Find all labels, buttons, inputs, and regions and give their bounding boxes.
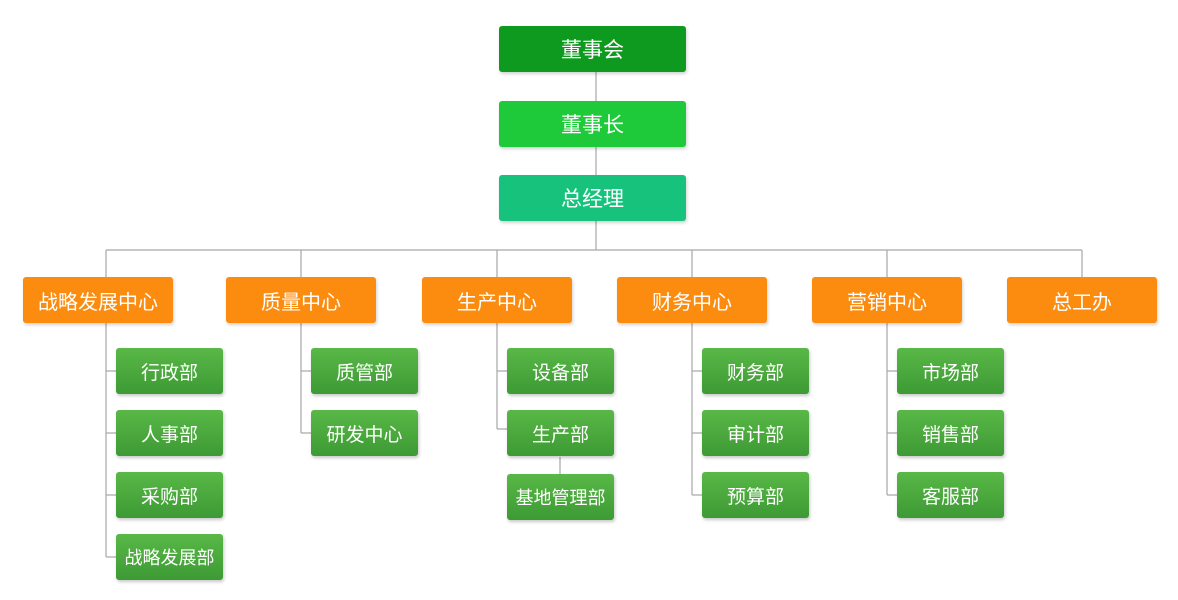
dept-admin: 行政部 <box>116 348 223 394</box>
dept-quality-control: 质管部 <box>311 348 418 394</box>
center-finance: 财务中心 <box>617 277 767 323</box>
chairman-box: 董事长 <box>499 101 686 147</box>
dept-hr: 人事部 <box>116 410 223 456</box>
center-quality: 质量中心 <box>226 277 376 323</box>
dept-finance: 财务部 <box>702 348 809 394</box>
dept-strategy: 战略发展部 <box>116 534 223 580</box>
center-marketing: 营销中心 <box>812 277 962 323</box>
dept-procurement: 采购部 <box>116 472 223 518</box>
dept-market: 市场部 <box>897 348 1004 394</box>
dept-budget: 预算部 <box>702 472 809 518</box>
center-chief-engineer-office: 总工办 <box>1007 277 1157 323</box>
dept-sales: 销售部 <box>897 410 1004 456</box>
general-manager-box: 总经理 <box>499 175 686 221</box>
board-box: 董事会 <box>499 26 686 72</box>
dept-customer-service: 客服部 <box>897 472 1004 518</box>
dept-audit: 审计部 <box>702 410 809 456</box>
dept-rnd: 研发中心 <box>311 410 418 456</box>
dept-equipment: 设备部 <box>507 348 614 394</box>
dept-base-management: 基地管理部 <box>507 474 614 520</box>
center-production: 生产中心 <box>422 277 572 323</box>
dept-production: 生产部 <box>507 410 614 456</box>
center-strategy: 战略发展中心 <box>23 277 173 323</box>
